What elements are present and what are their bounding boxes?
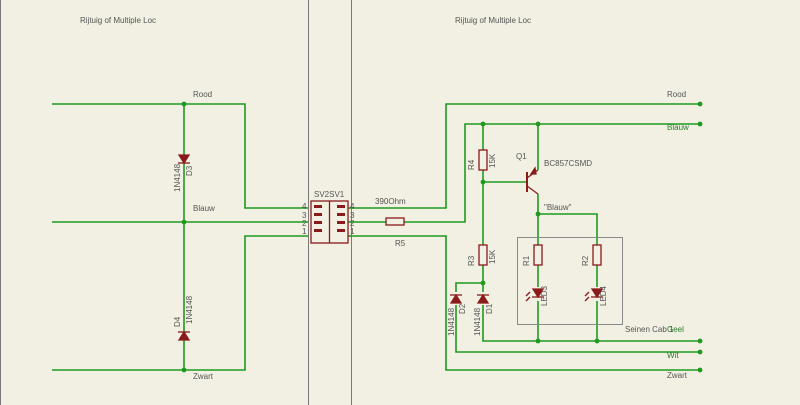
r3-symbol bbox=[478, 244, 488, 266]
d1-symbol bbox=[476, 293, 490, 304]
d1-value-label: 1N4148 bbox=[473, 307, 482, 336]
r1-name-label: R1 bbox=[522, 255, 531, 266]
r4-symbol bbox=[478, 149, 488, 171]
net-label-blauw-left: Blauw bbox=[193, 204, 215, 213]
d3-value-label: 1N4148 bbox=[173, 163, 182, 192]
r5-label: R5 bbox=[395, 239, 406, 248]
left-panel-title: Rijtuig of Multiple Loc bbox=[80, 16, 157, 25]
led3-symbol bbox=[531, 288, 545, 299]
connector-pin-r2: 2 bbox=[350, 219, 355, 228]
r1-symbol bbox=[533, 244, 543, 266]
r4-name-label: R4 bbox=[467, 159, 476, 170]
wires bbox=[52, 103, 700, 371]
r4-value-label: 15K bbox=[488, 153, 497, 168]
net-label-geel: Geel bbox=[667, 325, 684, 334]
connector-pin-r1: 1 bbox=[350, 227, 355, 236]
q1-value-label: BC857CSMD bbox=[544, 159, 593, 168]
connector-pin-r3: 3 bbox=[350, 211, 355, 220]
net-label-rood-right: Rood bbox=[667, 90, 687, 99]
connector-label: SV2SV1 bbox=[314, 190, 345, 199]
d3-symbol bbox=[177, 154, 191, 165]
r2-name-label: R2 bbox=[581, 255, 590, 266]
connector-pin-l3: 3 bbox=[302, 211, 307, 220]
resistor-value-label: 390Ohm bbox=[375, 197, 406, 206]
connector-pin-l2: 2 bbox=[302, 219, 307, 228]
panel-borders bbox=[0, 0, 352, 405]
r2-symbol bbox=[592, 244, 602, 266]
net-label-zwart-left: Zwart bbox=[193, 372, 213, 381]
d4-symbol bbox=[177, 330, 191, 341]
led3-name-label: LED3 bbox=[540, 285, 549, 306]
d3-name-label: D3 bbox=[185, 165, 194, 176]
d2-symbol bbox=[449, 293, 463, 304]
junction-dots bbox=[181, 101, 703, 373]
net-label-zwart-right: Zwart bbox=[667, 371, 687, 380]
seinen-cab-label: Seinen Cab 1 bbox=[625, 325, 674, 334]
d1-name-label: D1 bbox=[485, 303, 494, 314]
net-label-wit: Wit bbox=[667, 351, 679, 360]
connector-pin-l4: 4 bbox=[302, 202, 307, 211]
seinen-cab-box bbox=[517, 237, 623, 325]
net-label-blauw-quoted: "Blauw" bbox=[544, 203, 572, 212]
r5-symbol bbox=[385, 217, 405, 226]
net-label-rood-left: Rood bbox=[193, 90, 213, 99]
d4-value-label: 1N4148 bbox=[185, 295, 194, 324]
d2-name-label: D2 bbox=[458, 303, 467, 314]
d4-name-label: D4 bbox=[173, 316, 182, 327]
led4-symbol bbox=[590, 288, 604, 299]
connector-pin-l1: 1 bbox=[302, 227, 307, 236]
components bbox=[177, 149, 604, 341]
q1-label: Q1 bbox=[516, 152, 527, 161]
led4-name-label: LED4 bbox=[599, 285, 608, 306]
r3-name-label: R3 bbox=[467, 255, 476, 266]
d2-value-label: 1N4148 bbox=[447, 307, 456, 336]
r3-value-label: 15K bbox=[488, 249, 497, 264]
net-label-blauw-right: Blauw bbox=[667, 123, 689, 132]
connector-pin-r4: 4 bbox=[350, 202, 355, 211]
right-panel-title: Rijtuig of Multiple Loc bbox=[455, 16, 532, 25]
